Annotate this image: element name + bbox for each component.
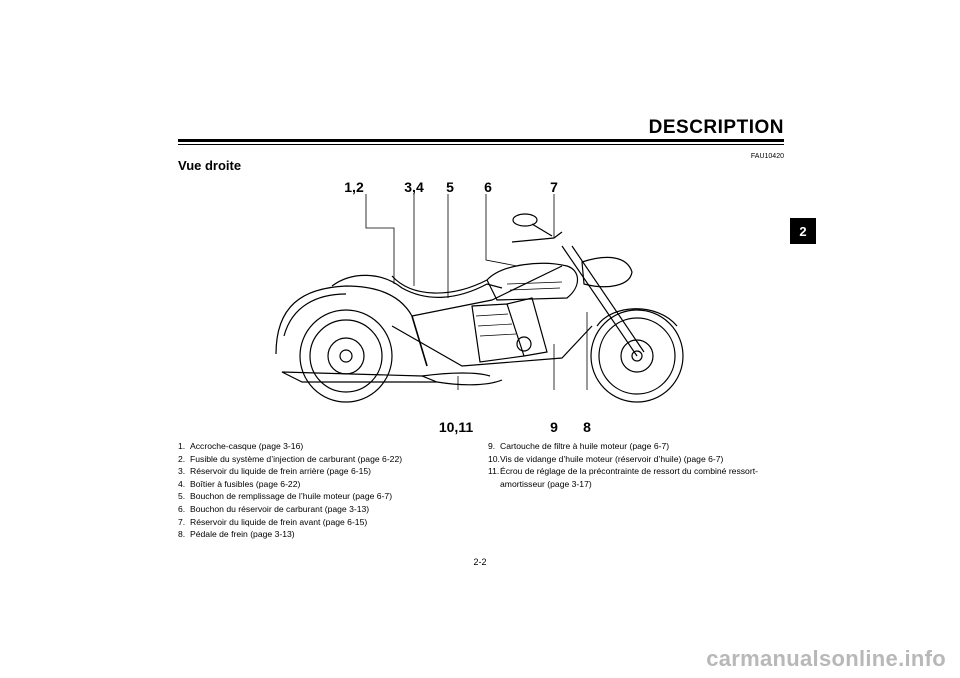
list-item: 10.Vis de vidange d’huile moteur (réserv… <box>488 453 724 464</box>
callout-3-4: 3,4 <box>404 179 424 195</box>
callout-6: 6 <box>484 179 492 195</box>
document-code: FAU10420 <box>750 153 784 160</box>
callout-10-11: 10,11 <box>439 419 473 435</box>
list-item: 5.Bouchon de remplissage de l’huile mote… <box>178 491 393 502</box>
callout-7: 7 <box>550 179 558 195</box>
callout-8: 8 <box>583 419 591 435</box>
list-item: 8.Pédale de frein (page 3-13) <box>178 529 295 540</box>
parts-list-left: 1.Accroche-casque (page 3-16) 2.Fusible … <box>178 440 478 541</box>
rear-wheel <box>299 309 393 403</box>
rear-fender <box>275 285 413 355</box>
list-item: 2.Fusible du système d’injection de carb… <box>178 453 403 464</box>
list-item: 11.Écrou de réglage de la précontrainte … <box>488 466 758 489</box>
seat <box>331 274 503 298</box>
mirror <box>512 213 538 227</box>
handlebar <box>511 231 563 243</box>
section-title: Vue droite <box>178 158 242 173</box>
callout-1-2: 1,2 <box>344 179 364 195</box>
front-wheel <box>590 309 684 403</box>
engine <box>471 303 525 363</box>
list-item: 6.Bouchon du réservoir de carburant (pag… <box>178 503 370 514</box>
watermark: carmanualsonline.info <box>706 646 946 671</box>
list-item: 4.Boîtier à fusibles (page 6-22) <box>178 478 301 489</box>
page-header-title: DESCRIPTION <box>648 117 784 138</box>
header-rule-thick <box>178 139 784 142</box>
front-fork <box>561 245 638 357</box>
list-item: 9.Cartouche de filtre à huile moteur (pa… <box>488 441 670 451</box>
callout-9: 9 <box>550 419 558 435</box>
list-item: 1.Accroche-casque (page 3-16) <box>178 441 304 451</box>
list-item: 7.Réservoir du liquide de frein avant (p… <box>178 516 368 527</box>
callout-5: 5 <box>446 179 454 195</box>
page-number: 2-2 <box>473 557 487 567</box>
motorcycle-illustration: 1,2 3,4 5 6 7 10,11 9 8 <box>275 179 684 435</box>
list-item: 3.Réservoir du liquide de frein arrière … <box>178 466 372 477</box>
header-rule-thin <box>178 144 784 145</box>
parts-list-right: 9.Cartouche de filtre à huile moteur (pa… <box>488 440 788 490</box>
chapter-tab: 2 <box>790 218 816 244</box>
headlight <box>581 256 633 288</box>
fuel-tank <box>486 262 579 301</box>
